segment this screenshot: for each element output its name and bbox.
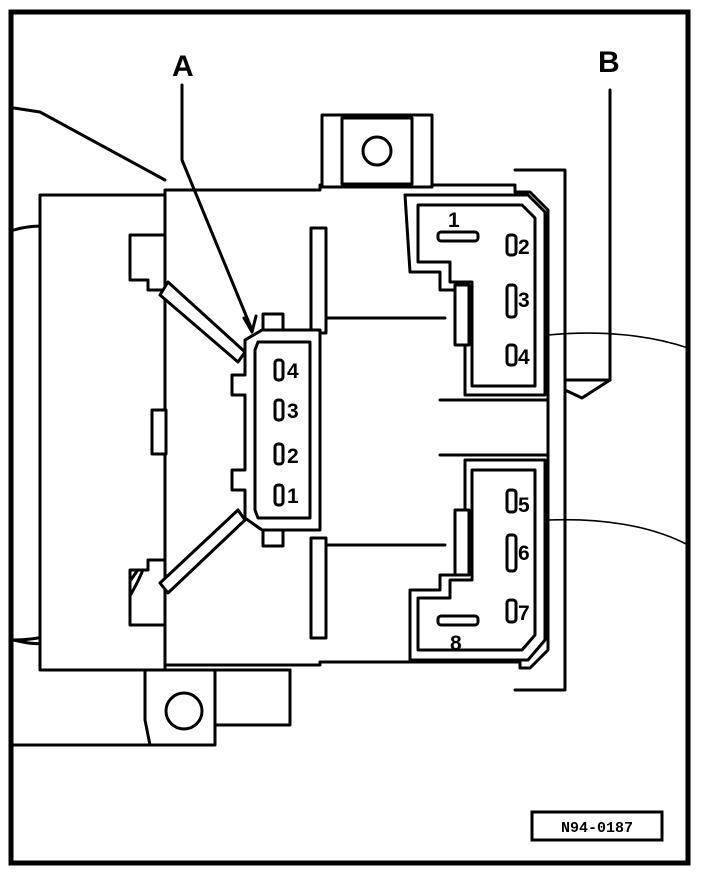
reference-box — [530, 810, 664, 842]
connector-b-upper — [403, 193, 547, 397]
leader-a — [180, 83, 254, 332]
label-b: B — [598, 46, 620, 79]
top-screw — [361, 135, 393, 167]
connector-b-pin-label: 7 — [518, 602, 530, 625]
connector-b-pin-label: 6 — [518, 542, 530, 565]
connector-b-lower — [408, 458, 547, 662]
connector-b-pin-label: 1 — [448, 209, 460, 232]
connector-b-pin-label: 8 — [450, 632, 462, 655]
rib-upper — [309, 226, 328, 335]
connector-b-pin-label: 4 — [518, 346, 530, 369]
bottom-mount-tab-inner — [213, 668, 292, 727]
connector-a-pin-label: 2 — [287, 445, 299, 468]
connector-a-pin-label: 3 — [287, 400, 299, 423]
connector-a-pin-label: 1 — [287, 485, 299, 508]
bracket-b — [513, 88, 612, 692]
connector-a — [230, 312, 322, 548]
connector-a-pin-label: 4 — [287, 360, 299, 383]
bottom-screw — [164, 691, 204, 731]
leader-a-arrow — [242, 314, 258, 334]
connector-b-pin-label: 2 — [518, 236, 530, 259]
label-a: A — [172, 50, 194, 83]
bracket-b-leader — [563, 378, 612, 400]
connector-b-pin-label: 5 — [518, 494, 530, 517]
rib-lower — [309, 536, 328, 640]
reference-label: N94-0187 — [561, 820, 633, 837]
lower-strut — [158, 508, 247, 595]
internal-line-mid — [438, 398, 550, 457]
side-notch — [150, 408, 168, 456]
connector-b-pin-label: 3 — [518, 289, 530, 312]
